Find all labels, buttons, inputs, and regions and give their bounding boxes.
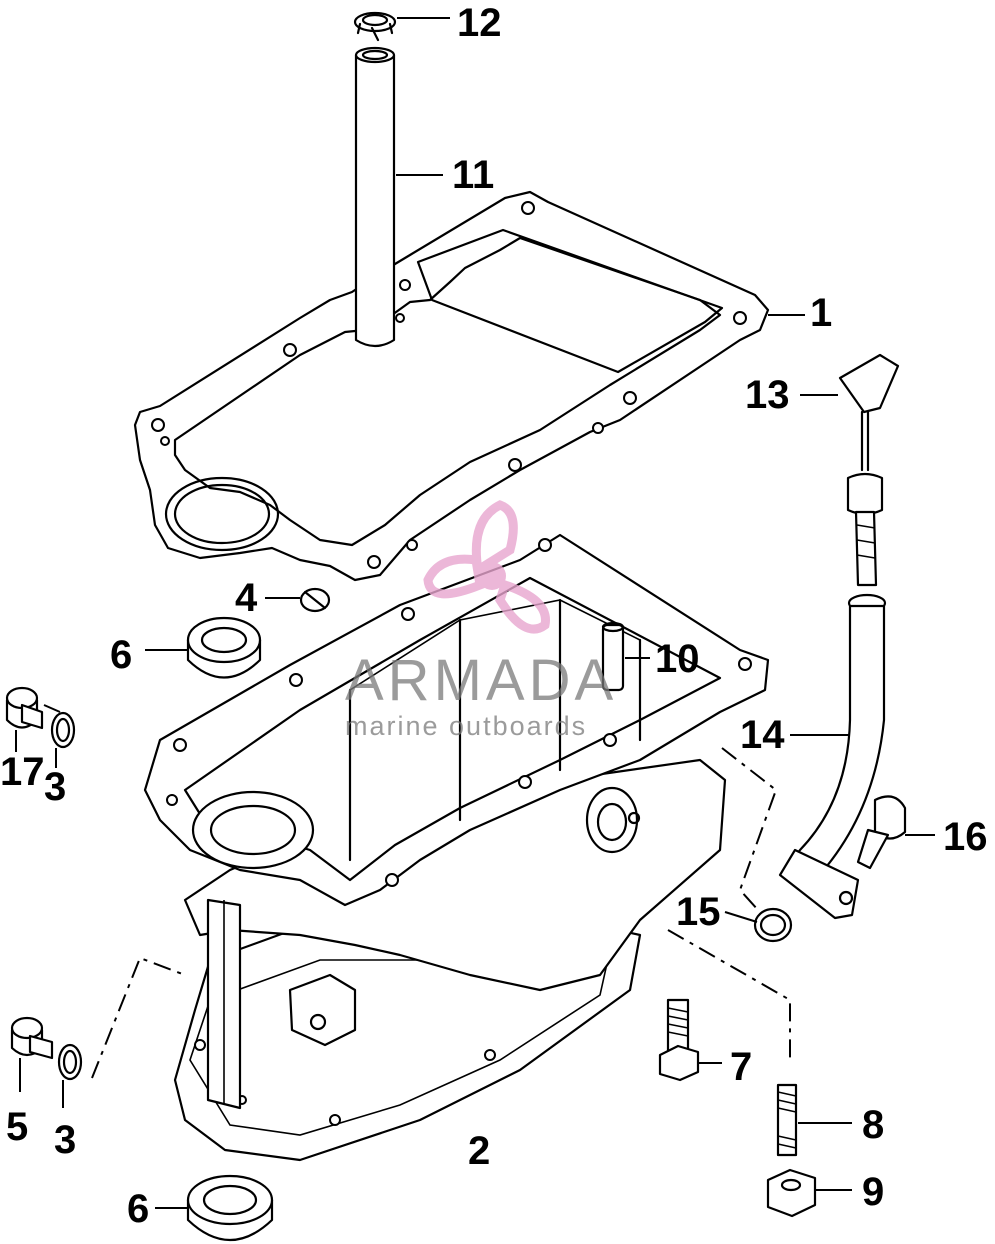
propeller-logo-icon [423,500,550,634]
callout-1: 1 [810,291,832,335]
drain-plug-part-17 [5,686,44,730]
callout-6-upper: 6 [110,633,132,677]
dipstick-part-13 [838,353,900,587]
bolt-part-7 [658,998,700,1082]
oil-seal-part-6-upper [186,616,262,679]
nut-part-9 [766,1168,817,1218]
o-ring-part-15 [753,907,793,943]
callout-4: 4 [235,576,258,620]
callout-3-upper: 3 [44,765,66,809]
callout-12: 12 [457,1,502,45]
clamp-part-12 [353,11,397,42]
watermark-tagline: marine outboards [345,711,587,741]
plug-part-4 [299,587,331,613]
callout-11: 11 [452,153,494,197]
callout-10: 10 [655,637,700,681]
callout-8: 8 [862,1103,884,1147]
callout-7: 7 [730,1045,752,1089]
dipstick-guide-part-14 [778,593,887,920]
washer-part-3-upper [50,711,76,749]
callout-16: 16 [943,815,988,859]
callout-2: 2 [468,1129,490,1173]
dowel-pin-part-10 [601,621,625,692]
leader-lines [15,17,935,1209]
assembly-lines [43,704,791,1079]
oil-seal-part-6-lower [186,1174,274,1241]
armada-watermark: ARMADA marine outboards [345,500,617,741]
gasket-part-1 [133,190,770,582]
drain-plug-part-5 [10,1016,54,1060]
callout-15: 15 [676,890,721,934]
callout-5: 5 [6,1105,28,1149]
callout-14: 14 [740,713,785,757]
callout-6-lower: 6 [127,1187,149,1231]
washer-part-3-lower [57,1043,83,1081]
watermark-brand: ARMADA [345,648,617,713]
callout-17: 17 [0,750,45,794]
callout-3-lower: 3 [54,1118,76,1162]
callout-9: 9 [862,1170,884,1214]
pipe-part-11 [354,46,396,348]
stud-bolt-part-8 [776,1083,798,1157]
bolt-part-16 [856,795,907,870]
callout-13: 13 [745,373,790,417]
